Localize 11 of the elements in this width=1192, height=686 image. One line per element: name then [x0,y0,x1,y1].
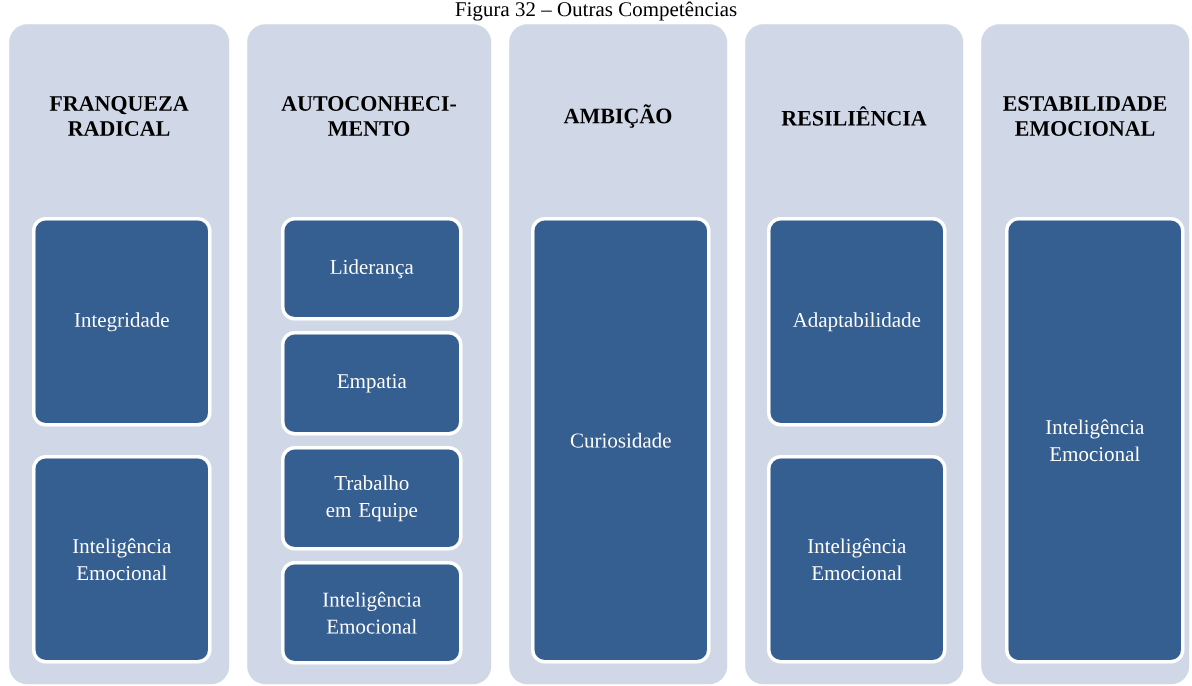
competency-box: Inteligência Emocional [281,561,463,665]
competency-box: Inteligência Emocional [32,455,212,664]
figure-title: Figura 32 – Outras Competências [455,1,737,21]
competency-box: Liderança [281,217,463,321]
competency-box: Empatia [281,331,463,436]
competency-box: Trabalho em Equipe [281,446,463,551]
competency-box: Adaptabilidade [767,217,947,427]
competency-box: Curiosidade [531,217,711,664]
competency-box: Inteligência Emocional [767,455,947,664]
competency-box: Inteligência Emocional [1005,217,1185,664]
competency-box: Integridade [32,217,212,427]
